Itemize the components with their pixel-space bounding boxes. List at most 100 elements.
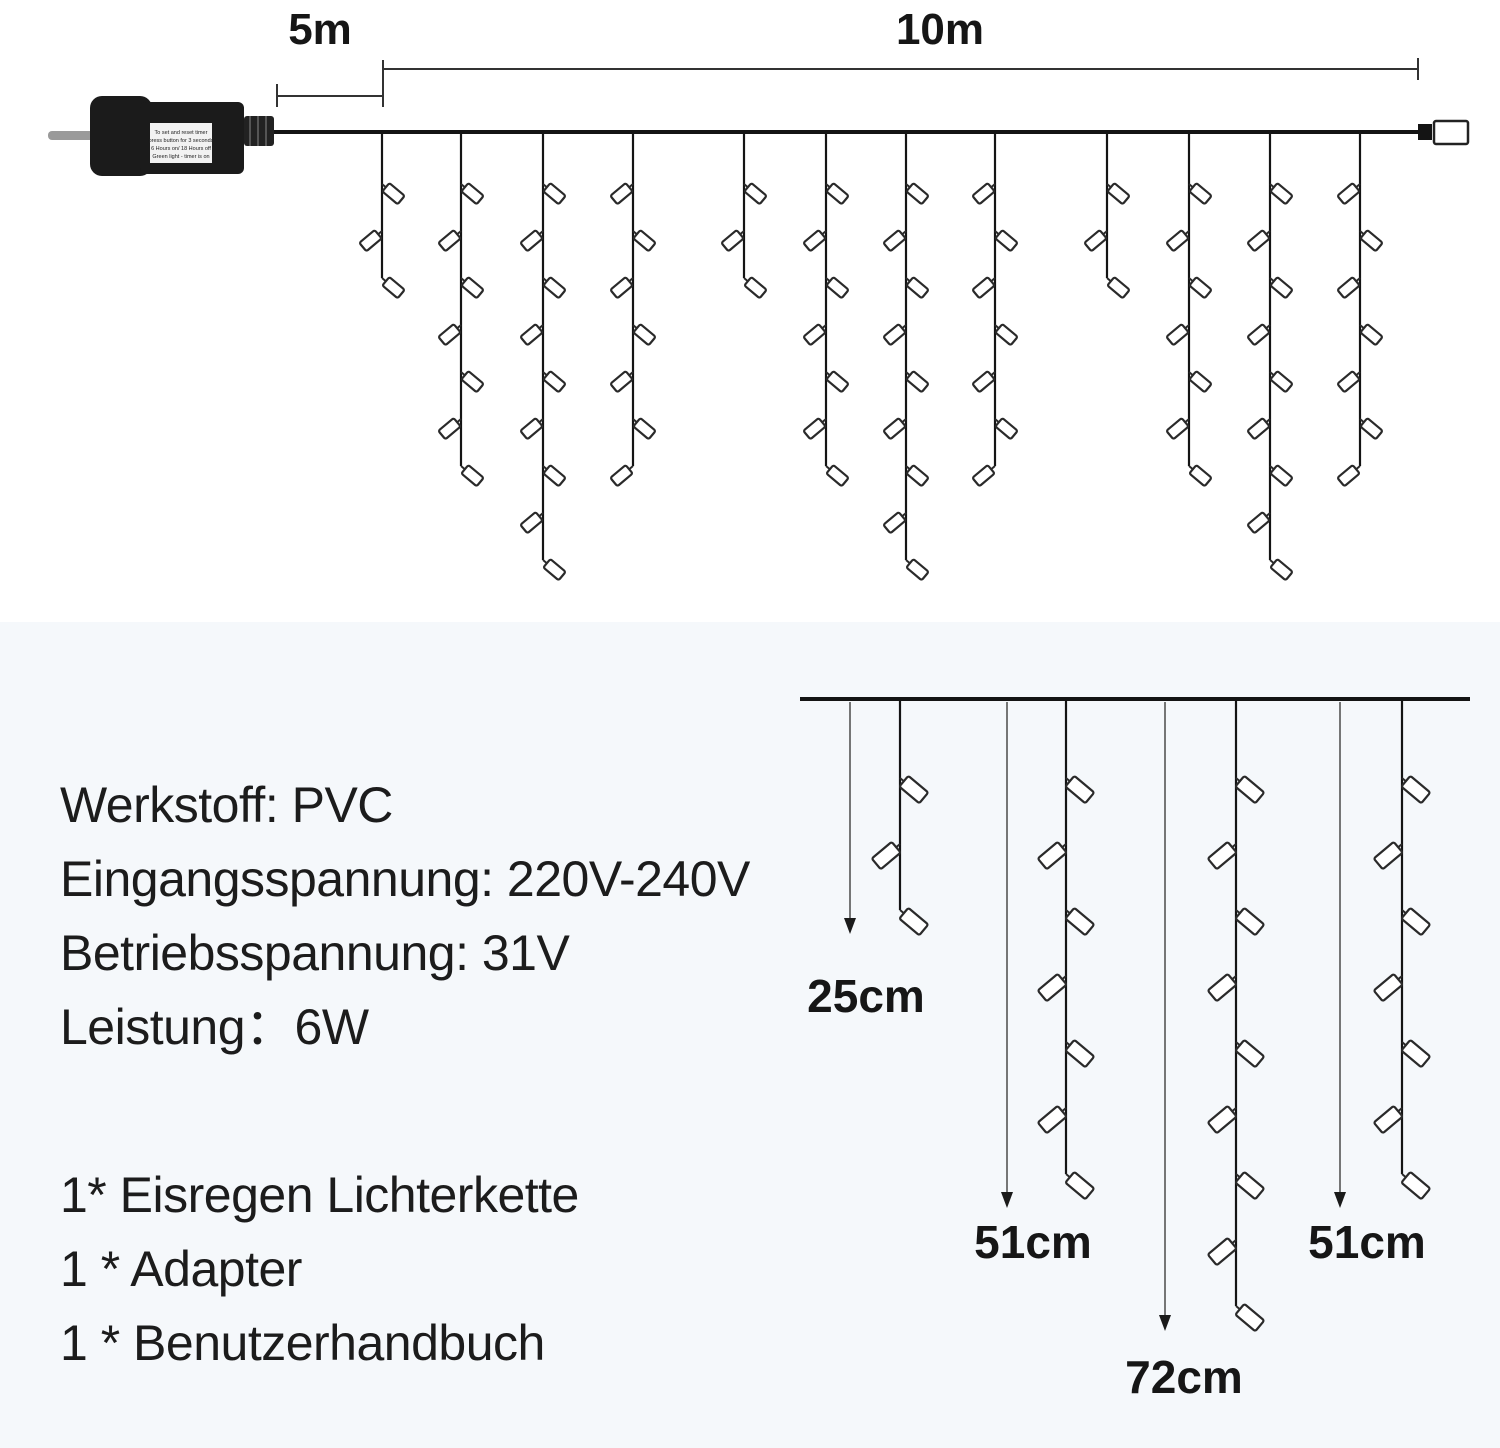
detail-light-strand	[1207, 701, 1265, 1332]
light-strand	[359, 134, 405, 299]
bulb-icon	[542, 276, 566, 299]
bulb-icon	[1084, 229, 1108, 252]
bulb-icon	[1401, 1039, 1431, 1068]
bulb-icon	[825, 370, 849, 393]
bulb-icon	[803, 417, 827, 440]
package-contents-list: 1* Eisregen Lichterkette 1 * Adapter 1 *…	[60, 1158, 579, 1380]
bulb-icon	[1106, 276, 1130, 299]
bulb-icon	[1037, 841, 1067, 870]
bulb-icon	[1401, 1171, 1431, 1200]
bulb-icon	[1166, 229, 1190, 252]
bulb-icon	[1373, 1105, 1403, 1134]
down-arrow-icon	[1001, 702, 1013, 1208]
top-light-strands	[359, 134, 1383, 581]
bulb-icon	[905, 276, 929, 299]
bulb-icon	[520, 511, 544, 534]
bulb-icon	[381, 182, 405, 205]
bulb-icon	[1235, 1039, 1265, 1068]
detail-light-strand	[1037, 701, 1095, 1200]
adapter-label-line-3: 6 Hours on/ 18 Hours off	[151, 146, 211, 152]
bulb-icon	[1207, 973, 1237, 1002]
bulb-icon	[542, 464, 566, 487]
bulb-icon	[460, 182, 484, 205]
bulb-icon	[1337, 370, 1361, 393]
bulb-icon	[905, 464, 929, 487]
bulb-icon	[883, 511, 907, 534]
light-strand	[972, 134, 1018, 487]
bulb-icon	[542, 370, 566, 393]
spec-operating-voltage: Betriebsspannung: 31V	[60, 925, 570, 981]
light-strand	[1166, 134, 1212, 487]
drop-length-51cm-left-label: 51cm	[974, 1216, 1092, 1268]
spec-material: Werkstoff: PVC	[60, 777, 393, 833]
bulb-icon	[1401, 907, 1431, 936]
bulb-icon	[883, 417, 907, 440]
light-strand	[721, 134, 767, 299]
bulb-icon	[381, 276, 405, 299]
bulb-icon	[438, 323, 462, 346]
bulb-icon	[1235, 775, 1265, 804]
bulb-icon	[520, 417, 544, 440]
detail-light-strand	[1373, 701, 1431, 1200]
bulb-icon	[1359, 417, 1383, 440]
bulb-icon	[460, 464, 484, 487]
bulb-icon	[632, 229, 656, 252]
bulb-icon	[1247, 511, 1271, 534]
bulb-icon	[1247, 417, 1271, 440]
bulb-icon	[825, 276, 849, 299]
bulb-icon	[1207, 1237, 1237, 1266]
lead-cable-length-label: 5m	[288, 5, 352, 54]
end-connector-icon	[1418, 119, 1470, 146]
bulb-icon	[743, 182, 767, 205]
light-strand	[438, 134, 484, 487]
bulb-icon	[1373, 973, 1403, 1002]
package-item-adapter: 1 * Adapter	[60, 1241, 302, 1297]
bulb-icon	[1337, 182, 1361, 205]
light-strand	[883, 134, 929, 581]
bulb-icon	[460, 276, 484, 299]
bulb-icon	[610, 370, 634, 393]
spec-input-voltage: Eingangsspannung: 220V-240V	[60, 851, 750, 907]
down-arrow-icon	[1159, 702, 1171, 1331]
bulb-icon	[1373, 841, 1403, 870]
detail-light-strands	[871, 701, 1431, 1332]
light-strand	[803, 134, 849, 487]
lead-cable-dimension	[276, 60, 384, 107]
bulb-icon	[610, 182, 634, 205]
adapter-label-line-4: Green light - timer is on	[152, 154, 209, 160]
bulb-icon	[972, 182, 996, 205]
bulb-icon	[1188, 276, 1212, 299]
bulb-icon	[610, 276, 634, 299]
bulb-icon	[1166, 323, 1190, 346]
bulb-icon	[542, 182, 566, 205]
bulb-icon	[1247, 229, 1271, 252]
bulb-icon	[1188, 182, 1212, 205]
bulb-icon	[803, 323, 827, 346]
bulb-icon	[1359, 229, 1383, 252]
bulb-icon	[632, 323, 656, 346]
bulb-icon	[1188, 464, 1212, 487]
bulb-icon	[520, 323, 544, 346]
bulb-icon	[871, 841, 901, 870]
bulb-icon	[1106, 182, 1130, 205]
bulb-icon	[743, 276, 767, 299]
bulb-icon	[1065, 775, 1095, 804]
bulb-icon	[883, 323, 907, 346]
drop-length-arrows	[844, 702, 1346, 1331]
bulb-icon	[1065, 1171, 1095, 1200]
bulb-icon	[1235, 1171, 1265, 1200]
light-length-dimension	[383, 58, 1419, 80]
bulb-icon	[905, 558, 929, 581]
bulb-icon	[520, 229, 544, 252]
bulb-icon	[1188, 370, 1212, 393]
drop-length-72cm-label: 72cm	[1125, 1351, 1243, 1403]
light-strand	[610, 134, 656, 487]
adapter-plug-icon: To set and reset timer press button for …	[48, 96, 274, 176]
light-length-label: 10m	[896, 5, 984, 54]
bulb-icon	[438, 229, 462, 252]
bulb-icon	[994, 417, 1018, 440]
specifications-list: Werkstoff: PVC Eingangsspannung: 220V-24…	[60, 768, 750, 1064]
light-strand	[1337, 134, 1383, 487]
bulb-icon	[438, 417, 462, 440]
